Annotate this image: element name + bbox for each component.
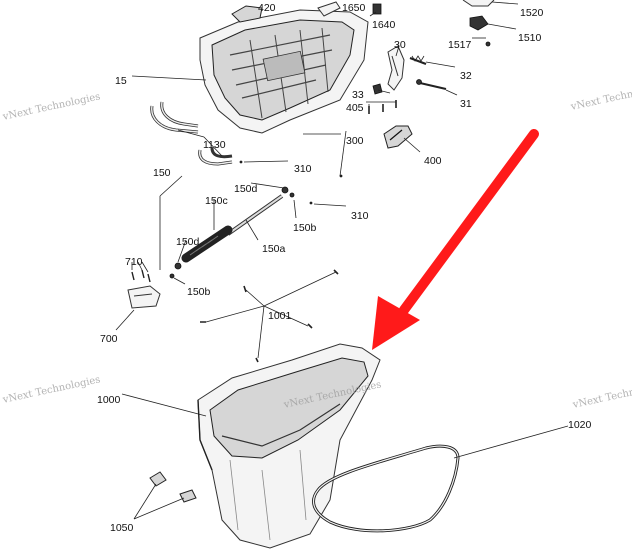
callout-c150a: 150a [262, 243, 286, 255]
part-1020-gasket [312, 444, 460, 533]
callout-c150c: 150c [205, 195, 228, 207]
part-400 [383, 125, 413, 149]
callout-c300: 300 [346, 135, 364, 147]
part-150a-rod [226, 194, 284, 236]
callout-c32: 32 [460, 70, 472, 82]
part-32 [409, 55, 427, 66]
callout-c1517: 1517 [448, 39, 472, 51]
watermark-wm_right_top: vNext Technologies [569, 81, 632, 113]
callout-c310b: 310 [351, 210, 369, 222]
callout-c31: 31 [460, 98, 472, 110]
callout-c150b_top: 150b [293, 222, 317, 234]
part-15-seat-base [199, 9, 369, 134]
part-33 [372, 83, 383, 95]
part-1640 [372, 3, 382, 15]
callout-c150b_mid: 150b [187, 286, 211, 298]
callout-c1020: 1020 [568, 419, 592, 431]
callout-c710: 710 [125, 256, 143, 268]
callout-c420: 420 [258, 2, 276, 14]
callout-c700: 700 [100, 333, 118, 345]
part-150d-ends [174, 186, 289, 270]
callout-c30: 30 [394, 39, 406, 51]
callout-c405: 405 [346, 102, 364, 114]
callout-c1000: 1000 [97, 394, 121, 406]
watermark-text: vNext Technologies [1, 91, 101, 123]
part-1650 [317, 1, 341, 17]
part-1510 [469, 15, 489, 31]
part-1000-storage-bin [197, 343, 381, 549]
part-1517 [485, 41, 491, 47]
watermark-wm_left_mid: vNext Technologies [1, 374, 101, 406]
part-700-latch [127, 285, 161, 309]
part-1050-clips [149, 471, 197, 503]
part-310-screws [239, 160, 313, 205]
part-710-screws [131, 269, 151, 283]
watermark-text: vNext Technologies [569, 81, 632, 113]
callout-c1510: 1510 [518, 32, 542, 44]
callout-c150d_mid: 150d [176, 236, 200, 248]
leader-lines [115, 1, 569, 520]
callout-c1050: 1050 [110, 522, 134, 534]
callout-c150d_top: 150d [234, 183, 258, 195]
part-30 [387, 45, 405, 91]
watermark-wm_left_top: vNext Technologies [1, 91, 101, 123]
part-150c-cylinder [181, 225, 233, 263]
watermark-text: vNext Technologies [571, 379, 632, 411]
callout-c1640: 1640 [372, 19, 396, 31]
part-420 [231, 5, 263, 23]
watermark-wm_right_mid: vNext Technologies [571, 379, 632, 411]
watermark-text: vNext Technologies [1, 374, 101, 406]
callout-c15: 15 [115, 75, 127, 87]
part-150b-clips [169, 192, 295, 279]
callout-c33: 33 [352, 89, 364, 101]
callout-c1520: 1520 [520, 7, 544, 19]
callout-c400: 400 [424, 155, 442, 167]
part-1520 [462, 0, 495, 7]
callout-c310a: 310 [294, 163, 312, 175]
callout-c1650: 1650 [342, 2, 366, 14]
callout-c150: 150 [153, 167, 171, 179]
part-1130-brackets [150, 101, 233, 166]
callout-c1130: 1130 [203, 139, 226, 151]
part-31 [416, 79, 447, 90]
callout-c1001: 1001 [268, 310, 292, 322]
red-arrow-indicator [372, 129, 539, 350]
